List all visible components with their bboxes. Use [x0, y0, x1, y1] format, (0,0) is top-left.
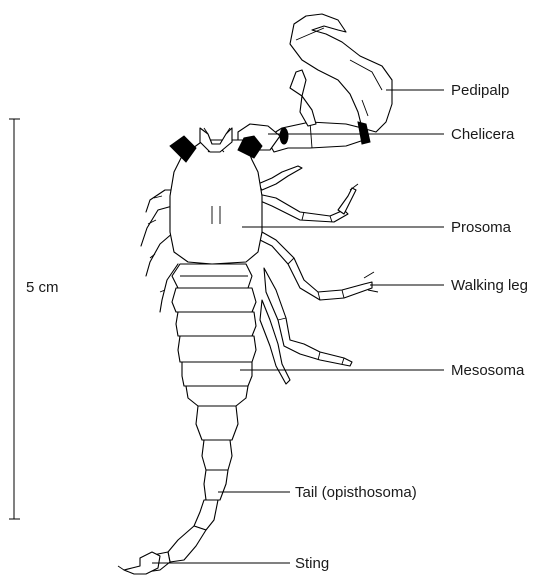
leader-prosoma: Prosoma — [242, 219, 512, 236]
mesosoma-shape — [172, 264, 256, 406]
leader-pedipalp: Pedipalp — [386, 82, 509, 99]
label-pedipalp: Pedipalp — [451, 82, 509, 99]
label-chelicera: Chelicera — [451, 126, 515, 143]
leader-walking-leg: Walking leg — [370, 277, 528, 294]
pedipalp-arm — [238, 14, 392, 152]
label-mesosoma: Mesosoma — [451, 362, 525, 379]
leader-tail: Tail (opisthosoma) — [218, 484, 417, 501]
label-sting: Sting — [295, 555, 329, 572]
label-prosoma: Prosoma — [451, 219, 512, 236]
tail-shape — [118, 406, 238, 574]
scale-bar: 5 cm — [9, 119, 59, 519]
scale-bar-label: 5 cm — [26, 279, 59, 296]
label-tail: Tail (opisthosoma) — [295, 484, 417, 501]
right-legs — [258, 166, 378, 384]
label-walking-leg: Walking leg — [451, 277, 528, 294]
